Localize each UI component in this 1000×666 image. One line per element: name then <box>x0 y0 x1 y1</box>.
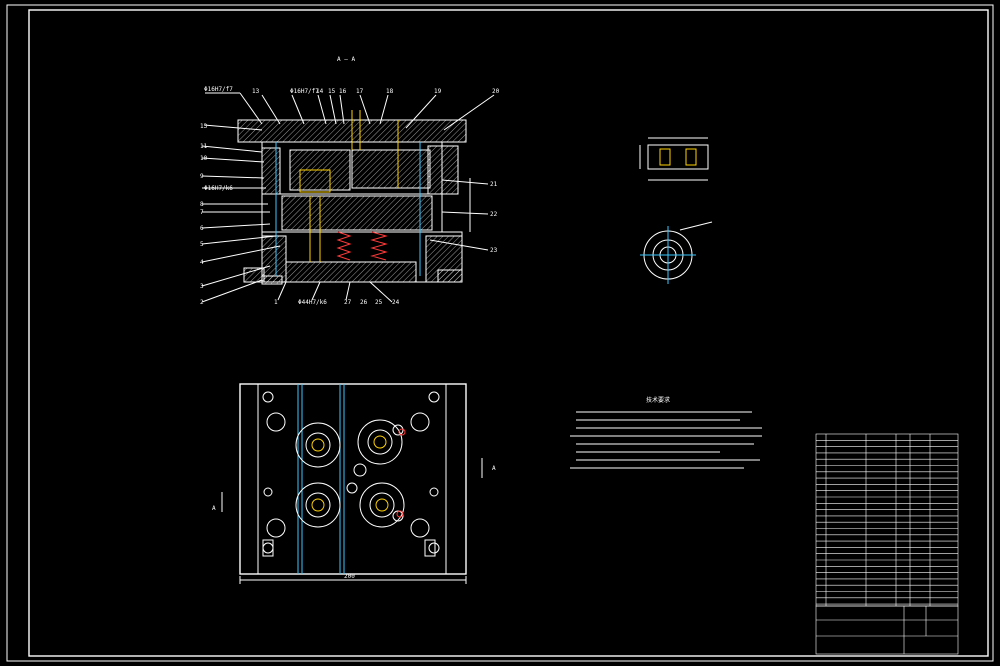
title-block <box>815 433 959 655</box>
leader-4: 4 <box>200 259 204 266</box>
leader-5: 5 <box>200 241 204 248</box>
leader-26: 26 <box>360 299 368 306</box>
leader-16: 16 <box>339 88 347 95</box>
leader-23: 23 <box>490 247 498 254</box>
leader-21: 21 <box>490 181 498 188</box>
fit-label-top: Φ16H7/f7 <box>290 88 319 95</box>
width-dimension: 200 <box>344 573 355 580</box>
leader-22: 22 <box>490 211 498 218</box>
tech-req-title: 技术要求 <box>646 396 670 404</box>
fit-label-bottom: Φ44H7/k6 <box>298 299 327 306</box>
drawing-frame <box>6 4 994 662</box>
leader-14: 14 <box>316 88 324 95</box>
leader-6: 6 <box>200 225 204 232</box>
section-marker-left: A <box>212 505 216 512</box>
leader-13: 13 <box>200 123 208 130</box>
part-detail-views <box>639 137 713 284</box>
leader-11: 11 <box>200 143 208 150</box>
section-marker-right: A <box>492 465 496 472</box>
leader-8: 8 <box>200 201 204 208</box>
leader-7: 7 <box>200 209 204 216</box>
fit-label-top-left: Φ16H7/f7 <box>204 86 233 93</box>
leader-19: 19 <box>434 88 442 95</box>
leader-17: 17 <box>356 88 364 95</box>
section-label: A — A <box>337 56 355 63</box>
technical-requirements: 技术要求 <box>570 396 762 469</box>
leader-18: 18 <box>386 88 394 95</box>
fit-label-left: Φ16H7/k6 <box>204 185 233 192</box>
leader-top-13: 13 <box>252 88 260 95</box>
leader-3: 3 <box>200 283 204 290</box>
leader-15: 15 <box>328 88 336 95</box>
leader-2: 2 <box>200 299 204 306</box>
leader-25: 25 <box>375 299 383 306</box>
section-view-a-a: A — A <box>200 56 500 306</box>
leader-1: 1 <box>274 299 278 306</box>
leader-27: 27 <box>344 299 352 306</box>
leader-9: 9 <box>200 173 204 180</box>
leader-20: 20 <box>492 88 500 95</box>
leader-10: 10 <box>200 155 208 162</box>
leader-24: 24 <box>392 299 400 306</box>
plan-view: 200 A A <box>212 383 496 584</box>
